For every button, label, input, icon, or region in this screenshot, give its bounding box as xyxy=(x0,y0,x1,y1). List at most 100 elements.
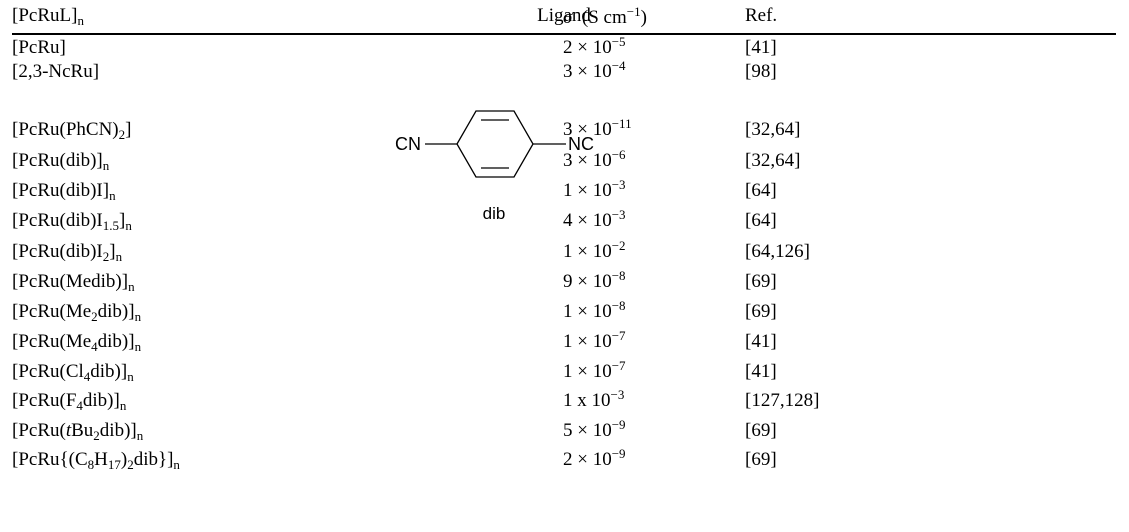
conductivity-cell: 1 × 10−7 xyxy=(563,329,626,353)
header-ref: Ref. xyxy=(745,5,778,26)
formula-text: dib)] xyxy=(97,301,135,322)
benzene-ring xyxy=(456,110,534,178)
conductivity-mantissa: 1 x 10 xyxy=(563,390,611,411)
complex-cell: [PcRu(dib)I]n xyxy=(12,180,116,202)
formula-subscript: n xyxy=(109,188,116,203)
formula-subscript: n xyxy=(115,249,123,264)
conductivity-cell: 2 × 10−5 xyxy=(563,34,626,59)
complex-cell: [PcRu(Me4dib)]n xyxy=(12,331,141,353)
formula-text: [PcRu(Medib)] xyxy=(12,271,129,292)
formula-subscript: 2 xyxy=(91,309,98,324)
conductivity-cell: 3 × 10−6 xyxy=(563,147,626,172)
conductivity-cell: 3 × 10−4 xyxy=(563,59,626,83)
complex-cell: [PcRu] xyxy=(12,37,66,59)
reference-cell: [69] xyxy=(745,301,777,322)
header-rule xyxy=(12,33,1116,35)
complex-cell: [PcRu(dib)]n xyxy=(12,150,109,172)
complex-cell: [PcRu(Medib)]n xyxy=(12,271,135,293)
formula-subscript: 1.5 xyxy=(102,218,120,233)
complex-cell: [2,3-NcRu] xyxy=(12,61,99,83)
formula-text: [PcRu(dib)I xyxy=(12,241,103,262)
formula-text: dib)] xyxy=(97,331,135,352)
dib-structure-drawing: CN NC dib xyxy=(395,110,594,223)
complex-cell: [PcRu(Cl4dib)]n xyxy=(12,361,134,383)
formula-text: [PcRu(PhCN) xyxy=(12,119,119,140)
conductivity-exponent: −5 xyxy=(611,34,626,49)
conductivity-exponent: −3 xyxy=(610,387,625,402)
conductivity-mantissa: 9 × 10 xyxy=(563,271,612,292)
conductivity-mantissa: 2 × 10 xyxy=(563,37,612,58)
header-complex: [PcRuL]n xyxy=(12,5,84,27)
formula-subscript: n xyxy=(128,279,135,294)
conductivity-mantissa: 3 × 10 xyxy=(563,119,612,140)
formula-text: [PcRu(dib)I xyxy=(12,210,103,231)
conductivity-cell: 1 × 10−8 xyxy=(563,299,626,323)
formula-text: ] xyxy=(119,210,126,231)
formula-text: [PcRu(Me xyxy=(12,331,92,352)
header-complex-text: [PcRuL] xyxy=(12,5,78,26)
conductivity-exponent: −9 xyxy=(611,417,626,432)
reference-cell: [41] xyxy=(745,37,777,58)
complex-cell: [PcRu(dib)I1.5]n xyxy=(12,210,132,232)
reference-cell: [69] xyxy=(745,449,777,470)
reference-cell: [98] xyxy=(745,61,777,82)
conductivity-exponent: −9 xyxy=(611,446,626,461)
formula-text: [2,3-NcRu] xyxy=(12,61,100,82)
complex-cell: [PcRu(PhCN)2] xyxy=(12,119,131,141)
formula-text: H xyxy=(94,449,108,470)
formula-subscript: 2 xyxy=(102,249,110,264)
formula-text: ) xyxy=(120,449,128,470)
formula-text: Bu xyxy=(71,420,94,441)
formula-text: [PcRu( xyxy=(12,420,66,441)
complex-cell: [PcRu(F4dib)]n xyxy=(12,390,126,412)
conductivity-mantissa: 1 × 10 xyxy=(563,331,612,352)
conductivity-cell: 3 × 10−11 xyxy=(563,117,632,141)
reference-cell: [32,64] xyxy=(745,150,801,171)
formula-subscript: n xyxy=(134,339,142,354)
formula-subscript: 8 xyxy=(87,457,95,472)
conductivity-exponent: −2 xyxy=(611,238,626,253)
reference-cell: [41] xyxy=(745,331,777,352)
reference-cell: [64] xyxy=(745,210,777,231)
complex-cell: [PcRu(Me2dib)]n xyxy=(12,301,141,323)
ligand-caption: dib xyxy=(483,204,506,223)
conductivity-mantissa: 2 × 10 xyxy=(563,449,612,470)
formula-subscript: n xyxy=(134,309,142,324)
conductivity-mantissa: 3 × 10 xyxy=(563,150,612,171)
formula-subscript: 17 xyxy=(107,457,121,472)
formula-subscript: n xyxy=(136,428,144,443)
conductivity-mantissa: 1 × 10 xyxy=(563,361,612,382)
formula-subscript: 4 xyxy=(91,339,98,354)
header-ligand: Ligand xyxy=(537,5,591,26)
reference-cell: [69] xyxy=(745,271,777,292)
conductivity-mantissa: 4 × 10 xyxy=(563,210,612,231)
reference-cell: [64] xyxy=(745,180,777,201)
reference-cell: [32,64] xyxy=(745,119,801,140)
conductivity-mantissa: 3 × 10 xyxy=(563,61,612,82)
reference-cell: [41] xyxy=(745,361,777,382)
conductivity-cell: 1 × 10−2 xyxy=(563,238,626,263)
complex-cell: [PcRu(dib)I2]n xyxy=(12,241,122,263)
formula-text: dib)] xyxy=(99,420,137,441)
conductivity-cell: 1 × 10−3 xyxy=(563,177,626,202)
formula-text: dib}] xyxy=(133,449,174,470)
header-complex-subscript: n xyxy=(77,13,84,28)
ligand-left-group: CN xyxy=(395,134,421,154)
formula-subscript: 2 xyxy=(118,127,126,142)
formula-subscript: 2 xyxy=(127,457,134,472)
conductivity-exponent: −3 xyxy=(611,207,626,222)
formula-text: [PcRu(dib)] xyxy=(12,150,103,171)
conductivity-exponent: −3 xyxy=(611,177,626,192)
sigma-symbol: σ xyxy=(563,7,573,28)
formula-subscript: n xyxy=(102,158,110,173)
ligand-right-group: NC xyxy=(568,134,594,154)
unit-text: (S cm xyxy=(581,7,627,28)
formula-text: [PcRu(F xyxy=(12,390,77,411)
conductivity-cell: 4 × 10−3 xyxy=(563,207,626,232)
formula-text: [PcRu(Cl xyxy=(12,361,84,382)
complex-cell: [PcRu(tBu2dib)]n xyxy=(12,420,143,442)
conductivity-mantissa: 1 × 10 xyxy=(563,180,612,201)
conductivity-exponent: −6 xyxy=(611,147,626,162)
formula-text: [PcRu] xyxy=(12,37,66,58)
